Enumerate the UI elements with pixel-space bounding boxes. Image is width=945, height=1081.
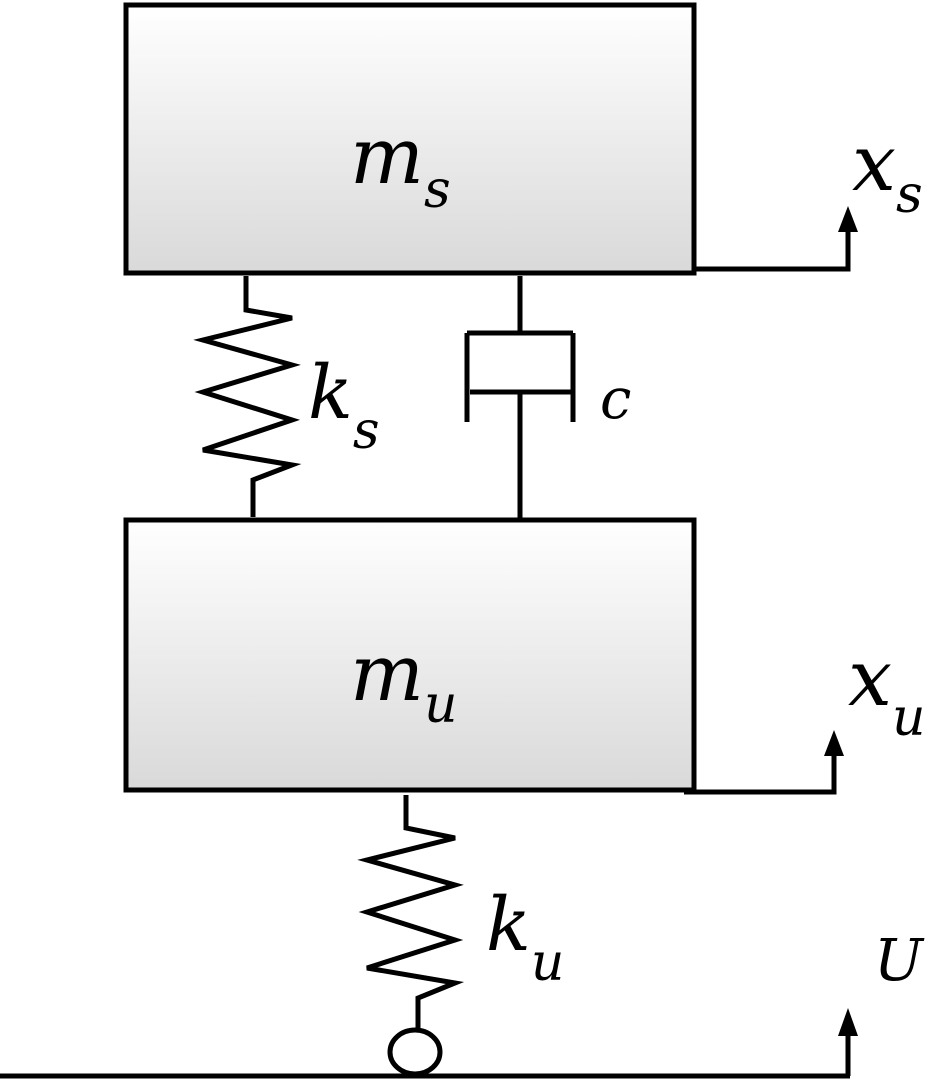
sprung-displacement-arrow-line [694,226,851,272]
tire-spring-label: ku [486,882,564,993]
sprung-mass-block [123,2,697,276]
road-input-label: U [874,926,925,994]
unsprung-mass-block [123,517,697,793]
suspension-spring [193,276,302,517]
unsprung-displacement-label: xu [848,634,926,748]
tire-spring [357,795,465,1030]
road-input-arrowhead [838,1008,858,1036]
damper [464,276,576,520]
tire-contact-wheel [387,1027,443,1077]
unsprung-displacement-arrowhead [824,730,844,756]
damper-label: c [600,367,631,432]
sprung-mass-label: ms [350,112,451,220]
unsprung-displacement-arrow-line [684,750,837,795]
sprung-displacement-label: xs [852,119,923,225]
suspension-spring-label: ks [308,350,380,461]
unsprung-mass-label: mu [350,629,457,735]
sprung-displacement-arrowhead [838,206,858,232]
